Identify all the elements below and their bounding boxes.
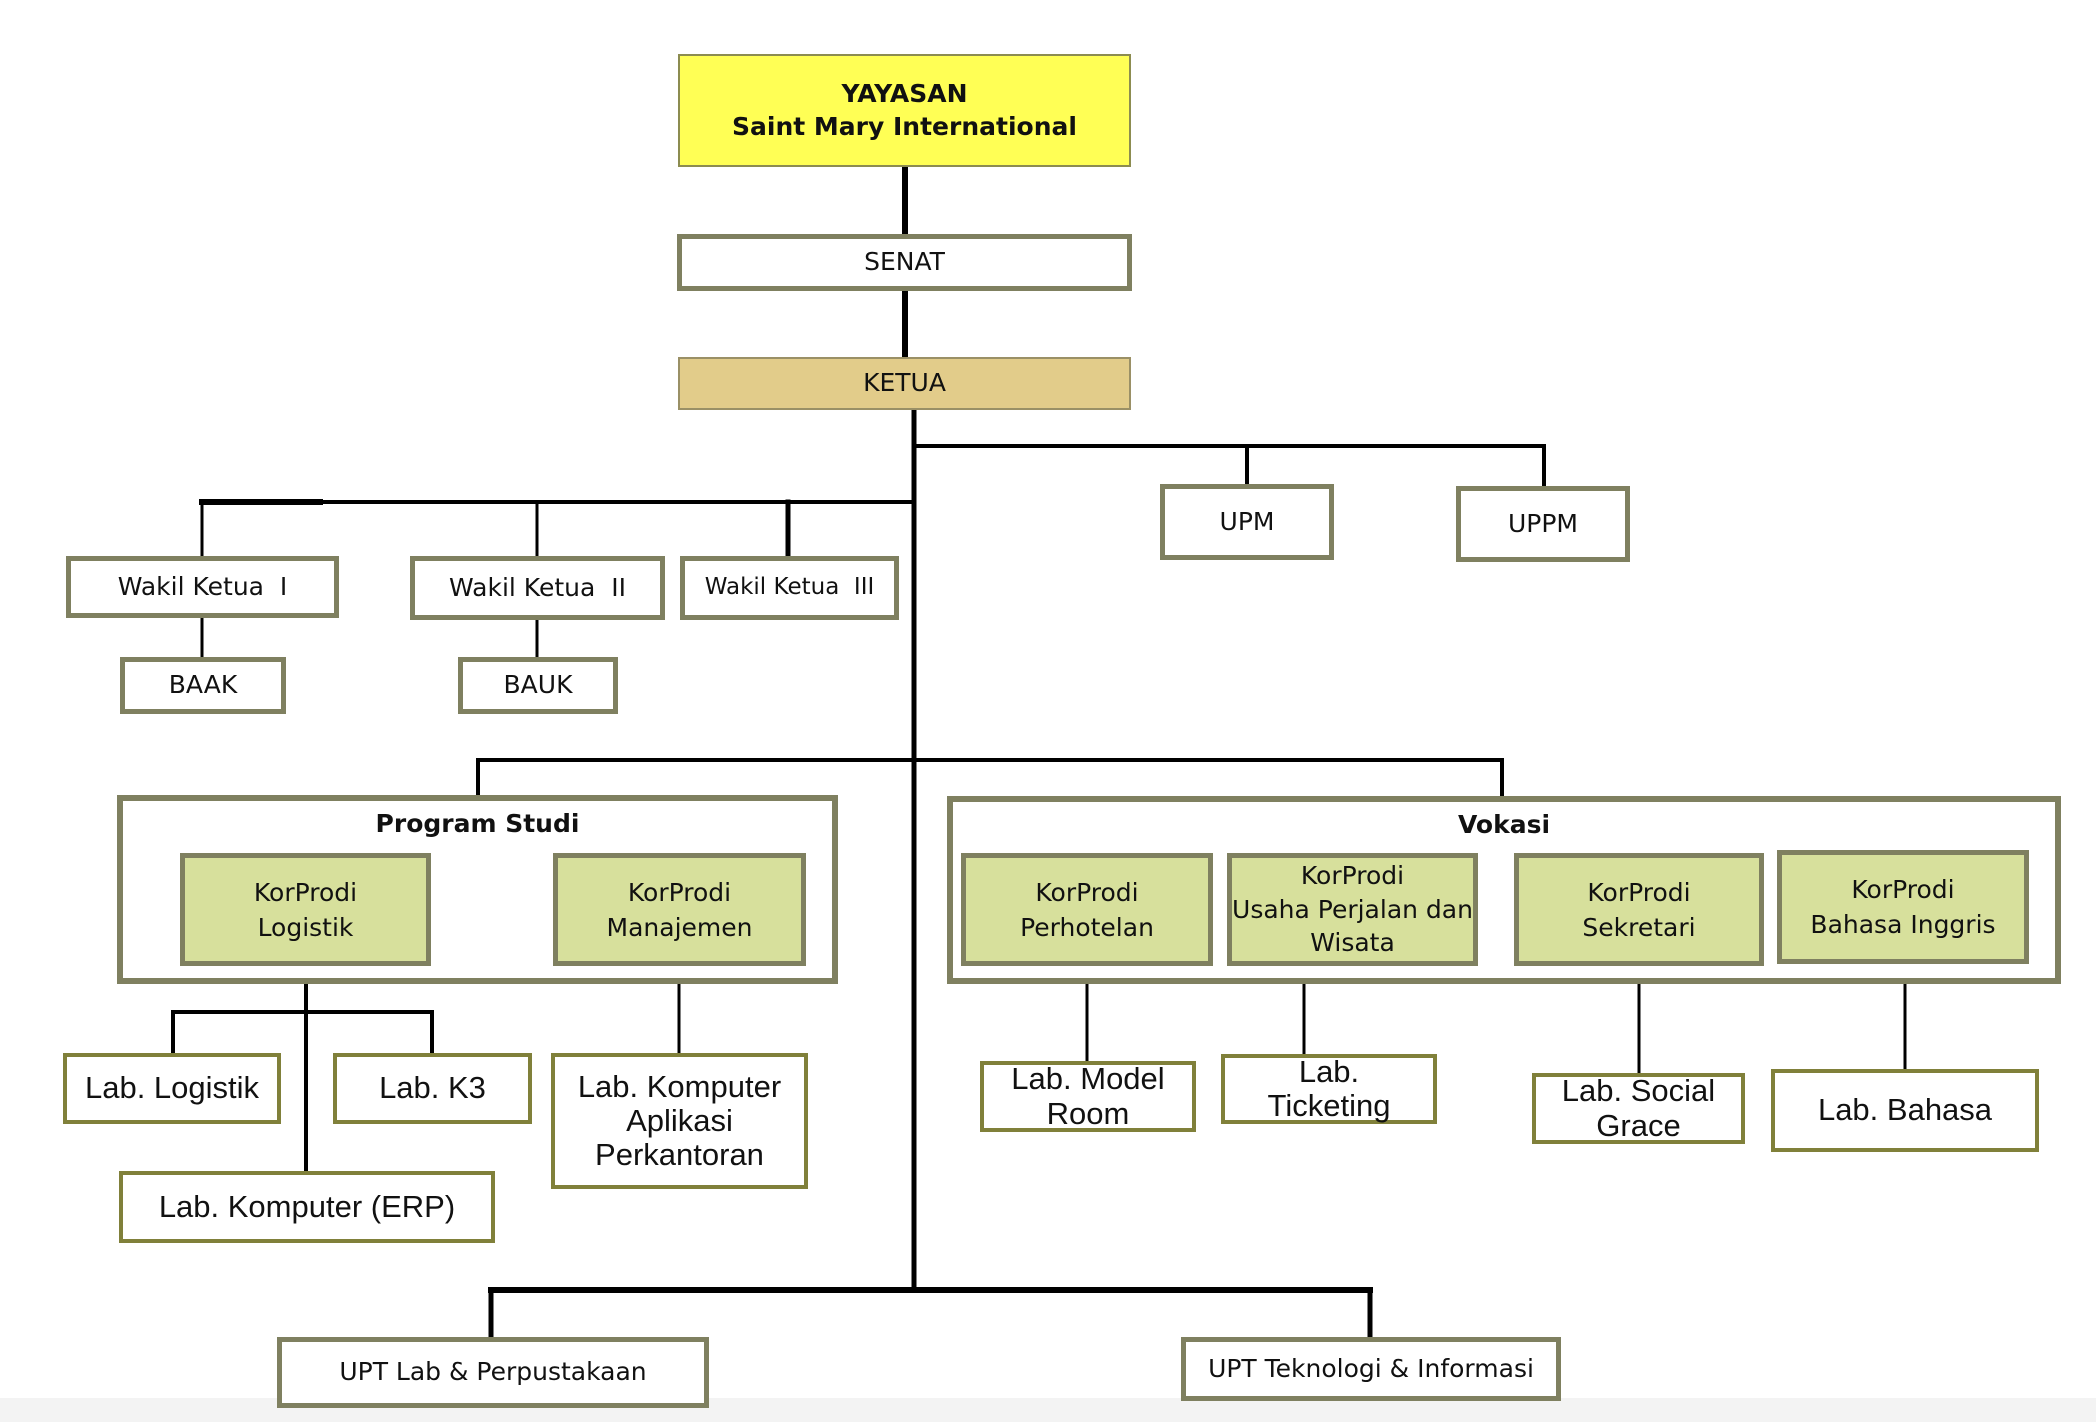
korprodi-sekretari-line2: Sekretari	[1582, 912, 1696, 942]
lab-model-line1: Lab. Model	[1011, 1061, 1165, 1097]
lab-komputer-aplikasi-box: Lab. Komputer Aplikasi Perkantoran	[551, 1053, 808, 1189]
chair-box: KETUA	[678, 357, 1131, 410]
vice-chair-2-box: Wakil Ketua II	[410, 556, 665, 620]
vice-chair-2-label: Wakil Ketua II	[449, 572, 626, 602]
upm-box: UPM	[1160, 484, 1334, 560]
korprodi-logistik-line1: KorProdi	[253, 877, 358, 907]
lab-model-line2: Room	[1046, 1095, 1130, 1131]
lab-aplikasi-line2: Aplikasi	[626, 1102, 733, 1138]
korprodi-bahasa-line2: Bahasa Inggris	[1810, 910, 1996, 939]
senate-box: SENAT	[677, 234, 1132, 291]
korprodi-usaha-line3: Wisata	[1310, 928, 1395, 958]
korprodi-manajemen-line2: Manajemen	[606, 912, 753, 942]
lab-model-room-box: Lab. Model Room	[980, 1061, 1196, 1132]
lab-ticketing-box: Lab. Ticketing	[1221, 1054, 1437, 1124]
chair-label: KETUA	[863, 368, 946, 398]
korprodi-usaha-line2: Usaha Perjalan dan	[1232, 894, 1473, 924]
foundation-box: YAYASAN Saint Mary International	[678, 54, 1131, 167]
korprodi-perhotelan-line2: Perhotelan	[1020, 912, 1154, 942]
lab-ticketing-line2: Ticketing	[1267, 1088, 1391, 1123]
korprodi-usaha-line1: KorProdi	[1300, 860, 1405, 890]
baak-box: BAAK	[120, 657, 286, 714]
korprodi-perhotelan-line1: KorProdi	[1035, 877, 1139, 907]
uppm-label: UPPM	[1507, 508, 1579, 538]
lab-social-line2: Grace	[1596, 1107, 1681, 1143]
korprodi-logistik-line2: Logistik	[257, 912, 354, 942]
korprodi-perhotelan-box: KorProdi Perhotelan	[961, 853, 1213, 966]
korprodi-sekretari-line1: KorProdi	[1587, 877, 1691, 907]
lab-logistik-label: Lab. Logistik	[84, 1070, 260, 1106]
vokasi-title: Vokasi	[1457, 810, 1551, 839]
foundation-title: YAYASAN	[841, 79, 968, 108]
lab-logistik-box: Lab. Logistik	[63, 1053, 281, 1124]
lab-ticketing-line1: Lab.	[1298, 1053, 1360, 1089]
vice-chair-3-box: Wakil Ketua III	[680, 556, 899, 620]
lab-k3-label: Lab. K3	[379, 1070, 486, 1106]
lab-aplikasi-line1: Lab. Komputer	[577, 1068, 782, 1104]
korprodi-manajemen-line1: KorProdi	[627, 877, 732, 907]
upm-label: UPM	[1219, 506, 1275, 536]
lab-k3-box: Lab. K3	[333, 1053, 532, 1124]
korprodi-manajemen-box: KorProdi Manajemen	[553, 853, 806, 966]
lab-bahasa-box: Lab. Bahasa	[1771, 1069, 2039, 1152]
lab-social-line1: Lab. Social	[1561, 1073, 1716, 1109]
lab-bahasa-label: Lab. Bahasa	[1817, 1092, 1993, 1128]
korprodi-logistik-box: KorProdi Logistik	[180, 853, 431, 966]
vice-chair-1-box: Wakil Ketua I	[66, 556, 339, 618]
korprodi-usaha-perjalan-box: KorProdi Usaha Perjalan dan Wisata	[1227, 853, 1478, 966]
lab-komputer-erp-label: Lab. Komputer (ERP)	[158, 1188, 456, 1224]
uppm-box: UPPM	[1456, 486, 1630, 562]
korprodi-sekretari-box: KorProdi Sekretari	[1514, 853, 1764, 966]
foundation-name: Saint Mary International	[732, 111, 1077, 141]
bauk-label: BAUK	[503, 670, 573, 700]
korprodi-bahasa-inggris-box: KorProdi Bahasa Inggris	[1777, 850, 2029, 964]
lab-komputer-erp-box: Lab. Komputer (ERP)	[119, 1171, 495, 1243]
lab-social-grace-box: Lab. Social Grace	[1532, 1073, 1745, 1144]
vice-chair-1-label: Wakil Ketua I	[117, 571, 288, 601]
bauk-box: BAUK	[458, 657, 618, 714]
baak-label: BAAK	[168, 670, 238, 700]
upt-teknologi-informasi-box: UPT Teknologi & Informasi	[1181, 1337, 1561, 1401]
program-studi-title: Program Studi	[375, 809, 580, 838]
upt-lab-perpustakaan-box: UPT Lab & Perpustakaan	[277, 1337, 709, 1408]
senate-label: SENAT	[864, 247, 945, 277]
lab-aplikasi-line3: Perkantoran	[595, 1137, 764, 1173]
vice-chair-3-label: Wakil Ketua III	[704, 574, 875, 601]
korprodi-bahasa-line1: KorProdi	[1851, 875, 1955, 904]
upt-ti-label: UPT Teknologi & Informasi	[1208, 1353, 1534, 1383]
upt-lab-label: UPT Lab & Perpustakaan	[339, 1357, 647, 1387]
